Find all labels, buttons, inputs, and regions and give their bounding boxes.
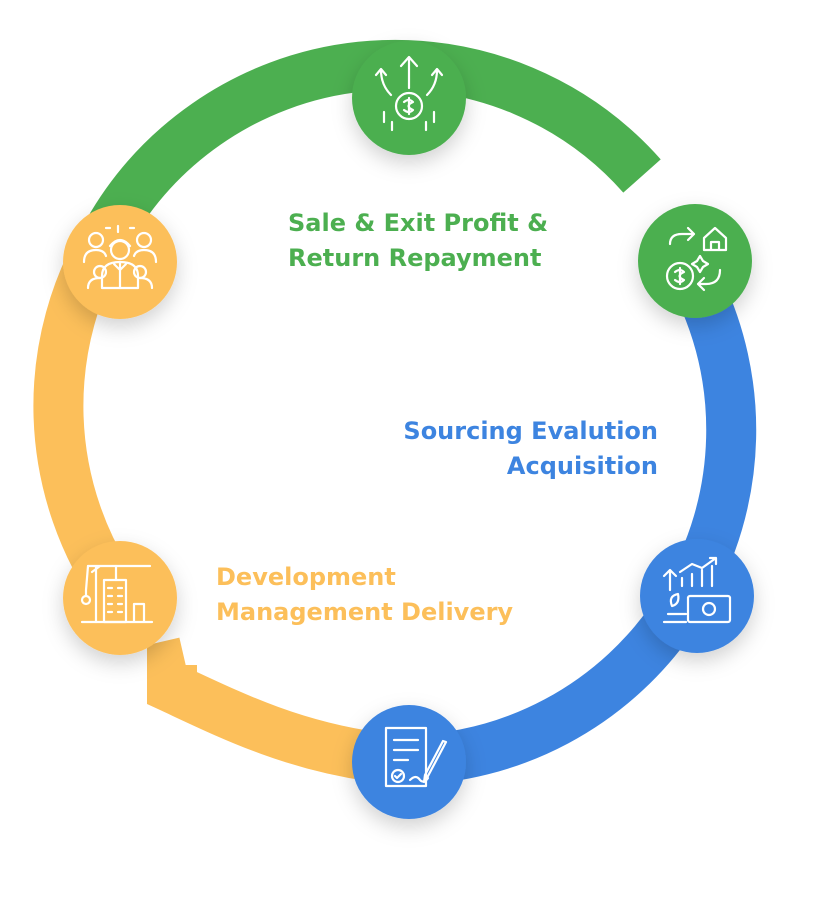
ring-arc-yellow xyxy=(147,637,379,782)
stage-label-line: Acquisition xyxy=(506,452,658,480)
ring-arc-green xyxy=(86,39,661,245)
contract-signing-icon xyxy=(384,726,448,788)
cycle-ring xyxy=(33,39,757,785)
stage-label-development: Development Management Delivery xyxy=(216,560,513,630)
growth-money-arrows-icon xyxy=(374,55,444,132)
ring-arc-blue xyxy=(409,279,757,785)
stage-label-line: Management Delivery xyxy=(216,598,514,626)
stage-label-line: Sourcing Evalution xyxy=(403,417,658,445)
investment-growth-chart-icon xyxy=(662,556,732,624)
money-property-exchange-icon xyxy=(665,226,728,292)
stage-label-sale-exit: Sale & Exit Profit & Return Repayment xyxy=(288,206,548,276)
stage-label-line: Return Repayment xyxy=(288,244,542,272)
node-contract-signing[interactable] xyxy=(352,705,466,819)
team-workers-icon xyxy=(82,224,158,290)
stage-label-line: Sale & Exit Profit & xyxy=(288,209,549,237)
node-construction[interactable] xyxy=(63,541,177,655)
stage-label-line: Development xyxy=(216,563,396,591)
construction-crane-building-icon xyxy=(80,564,154,624)
stage-label-sourcing: Sourcing Evalution Acquisition xyxy=(403,414,658,484)
